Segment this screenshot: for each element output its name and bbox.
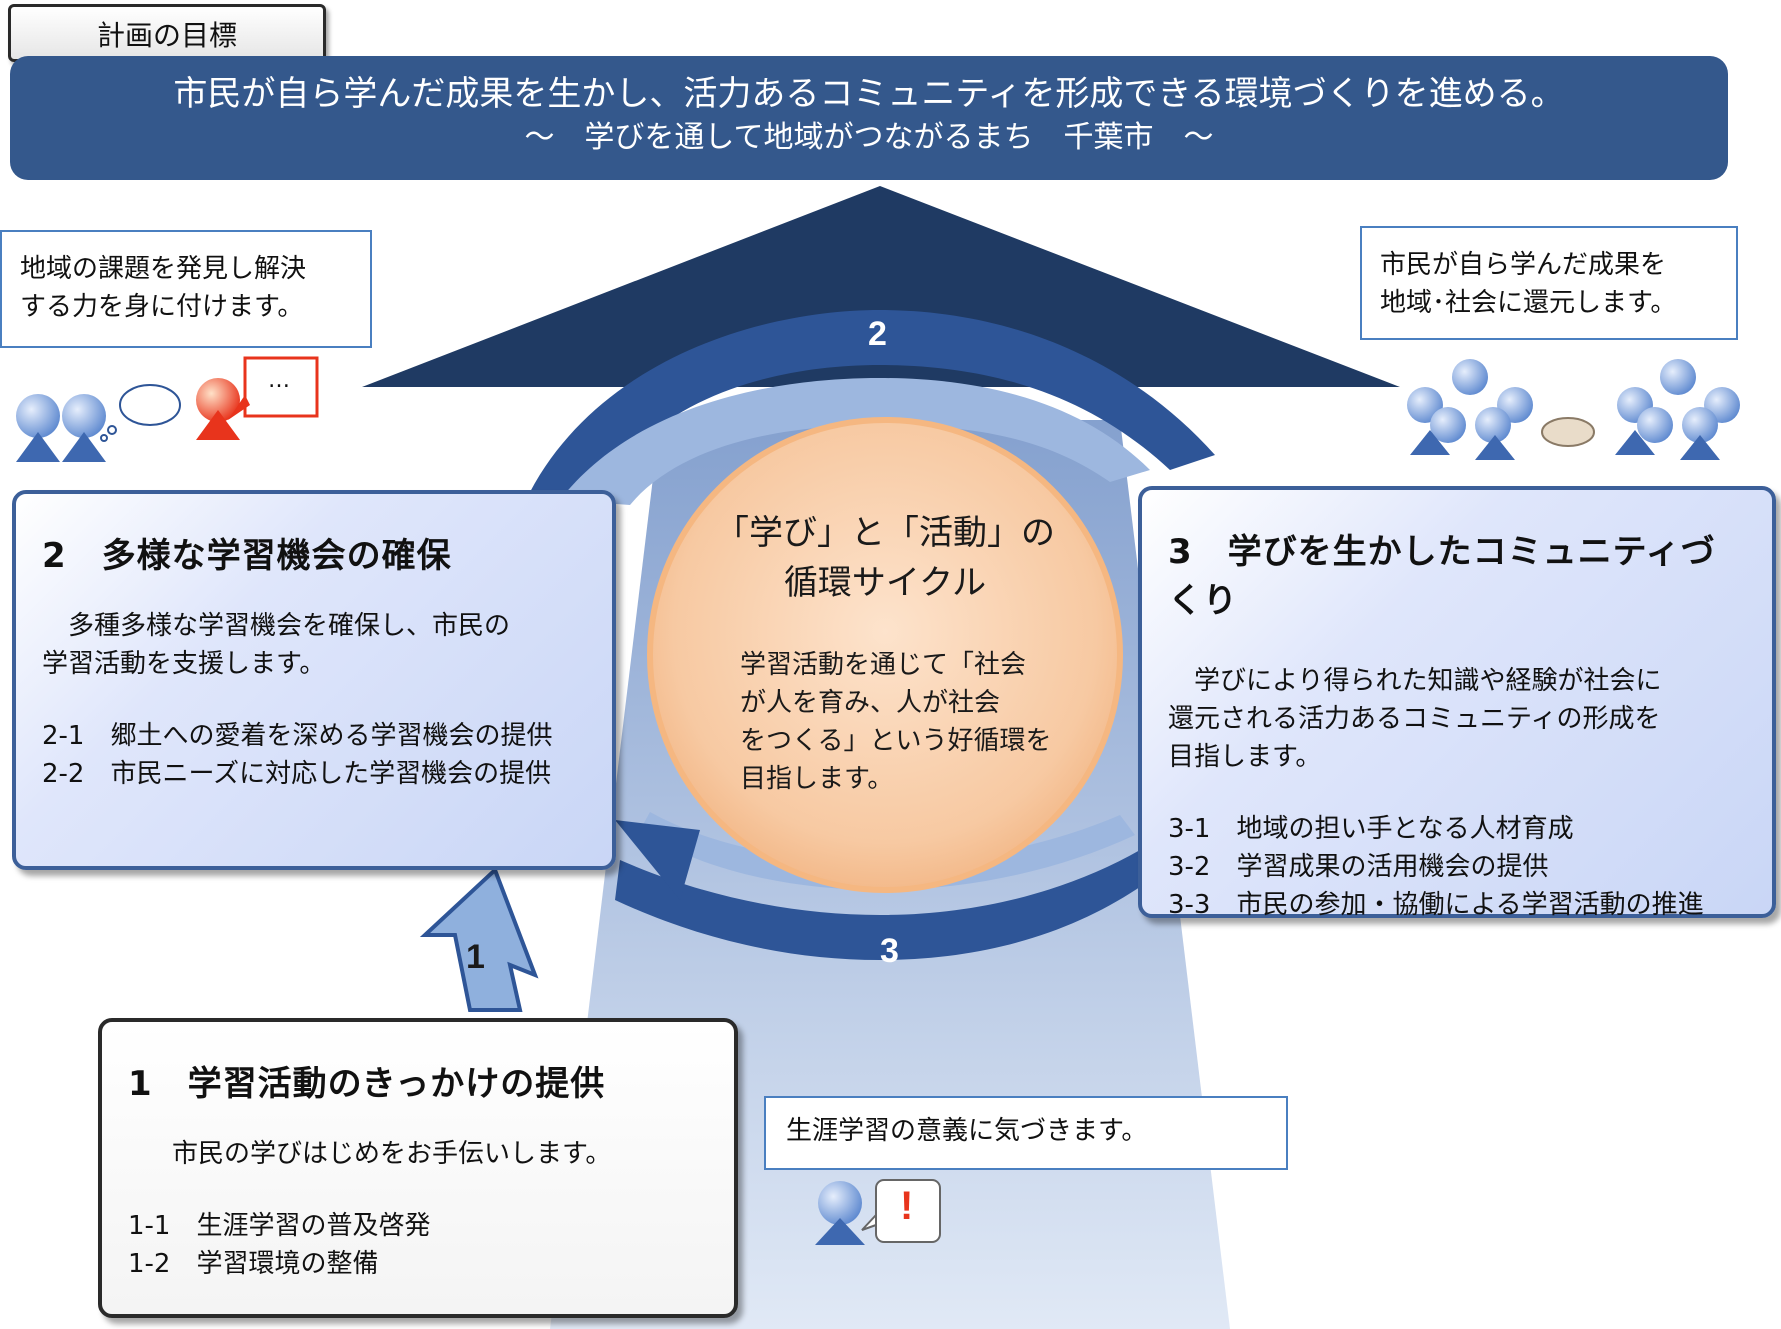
- card-item: 1-2 学習環境の整備: [128, 1249, 379, 1279]
- cycle-title-line: 「学び」と「活動」の: [715, 513, 1055, 553]
- roof-arrow: [362, 186, 1400, 387]
- arrow-1-label: 1: [466, 938, 485, 976]
- cycle-desc-line: 学習活動を通じて「社会: [740, 650, 1027, 680]
- card-item: 3-3 市民の参加・協働による学習活動の推進: [1168, 890, 1704, 920]
- card-1: 1 学習活動のきっかけの提供 市民の学びはじめをお手伝いします。 1-1 生涯学…: [98, 1018, 738, 1318]
- card-desc-line: 多種多様な学習機会を確保し、市民の: [42, 611, 511, 641]
- card-desc-line: 目指します。: [1168, 742, 1322, 772]
- cycle-desc-line: が人を育み、人が社会: [740, 688, 1001, 718]
- card-item: 2-2 市民ニーズに対応した学習機会の提供: [42, 759, 552, 789]
- card-3: 3 学びを生かしたコミュニティづくり 学びにより得られた知識や経験が社会に 還元…: [1138, 486, 1776, 920]
- card-desc-line: 学びにより得られた知識や経験が社会に: [1168, 666, 1662, 696]
- note-line: 市民が自ら学んだ成果を: [1380, 250, 1667, 280]
- ring-arrow-2: [530, 310, 1215, 495]
- cycle-circle: [647, 417, 1123, 893]
- cycle-label: 「学び」と「活動」の 循環サイクル 学習活動を通じて「社会 が人を育み、人が社会…: [700, 508, 1070, 798]
- note-line: 地域の課題を発見し解決: [20, 254, 307, 284]
- ring-inner-bottom: [640, 812, 1135, 890]
- card-item: 3-2 学習成果の活用機会の提供: [1168, 852, 1549, 882]
- ring-arrow-3: [615, 850, 1150, 960]
- people-group-right: [1407, 359, 1740, 460]
- goal-text: 市民が自ら学んだ成果を生かし、活力あるコミュニティを形成できる環境づくりを進める…: [173, 74, 1565, 114]
- card-2: 2 多様な学習機会の確保 多種多様な学習機会を確保し、市民の 学習活動を支援しま…: [12, 490, 616, 870]
- note-line: する力を身に付けます。: [20, 292, 304, 322]
- arrow-1-shape: [419, 866, 539, 1012]
- arrow-3-label: 3: [880, 932, 899, 970]
- note-top-left: 地域の課題を発見し解決 する力を身に付けます。: [0, 230, 372, 348]
- goal-banner: 市民が自ら学んだ成果を生かし、活力あるコミュニティを形成できる環境づくりを進める…: [10, 56, 1728, 180]
- slogan-text: ～ 学びを通して地域がつながるまち 千葉市 ～: [524, 120, 1214, 155]
- card-title: 2 多様な学習機会の確保: [42, 536, 452, 576]
- card-title: 3 学びを生かしたコミュニティづくり: [1168, 532, 1716, 621]
- card-title: 1 学習活動のきっかけの提供: [128, 1064, 606, 1104]
- cycle-desc: 学習活動を通じて「社会 が人を育み、人が社会 をつくる」という好循環を 目指しま…: [740, 646, 1070, 798]
- card-desc: 多種多様な学習機会を確保し、市民の 学習活動を支援します。: [42, 607, 586, 683]
- note-top-right: 市民が自ら学んだ成果を 地域･社会に還元します。: [1360, 226, 1738, 340]
- cycle-title-line: 循環サイクル: [783, 563, 987, 603]
- card-item: 1-1 生涯学習の普及啓発: [128, 1211, 431, 1241]
- card-desc: 学びにより得られた知識や経験が社会に 還元される活力あるコミュニティの形成を 目…: [1168, 662, 1746, 776]
- arrow-2-label: 2: [868, 315, 887, 353]
- exclamation-icon: !: [900, 1184, 914, 1228]
- cycle-desc-line: 目指します。: [740, 764, 894, 794]
- speech-ellipsis: …: [268, 368, 290, 393]
- ring-arrowhead-3: [615, 820, 700, 900]
- card-desc: 市民の学びはじめをお手伝いします。: [146, 1139, 612, 1169]
- card-item: 2-1 郷土への愛着を深める学習機会の提供: [42, 721, 553, 751]
- person-bottom: [815, 1179, 941, 1245]
- card-item: 3-1 地域の担い手となる人材育成: [1168, 814, 1574, 844]
- cycle-desc-line: をつくる」という好循環を: [740, 726, 1052, 756]
- note-line: 地域･社会に還元します。: [1380, 288, 1677, 318]
- note-bottom: 生涯学習の意義に気づきます。: [764, 1096, 1288, 1170]
- ring-inner-top: [560, 378, 1150, 505]
- card-desc-line: 還元される活力あるコミュニティの形成を: [1168, 704, 1661, 734]
- card-desc-line: 学習活動を支援します。: [42, 649, 326, 679]
- people-group-left: [16, 356, 319, 462]
- goal-tag: 計画の目標: [8, 4, 326, 62]
